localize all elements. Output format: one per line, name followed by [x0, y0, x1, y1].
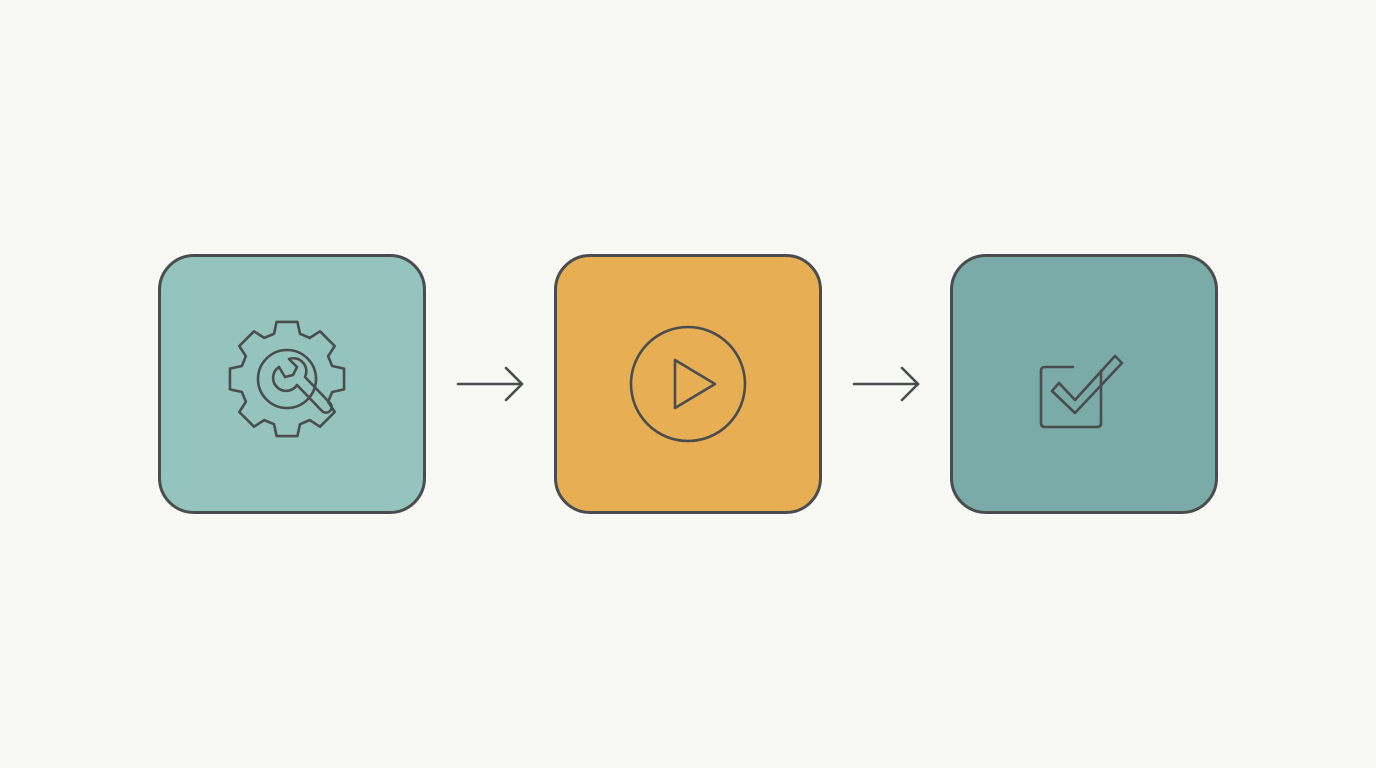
arrow-right-icon	[456, 366, 524, 402]
arrow-right-icon	[852, 366, 920, 402]
play-circle-icon	[629, 325, 747, 443]
arrow-configure-to-run	[454, 362, 528, 406]
step-complete-card	[950, 254, 1218, 514]
gear-wrench-icon	[228, 320, 346, 438]
step-configure-card	[158, 254, 426, 514]
checkbox-checked-icon	[1039, 354, 1124, 429]
arrow-run-to-complete	[850, 362, 924, 406]
step-run-card	[554, 254, 822, 514]
